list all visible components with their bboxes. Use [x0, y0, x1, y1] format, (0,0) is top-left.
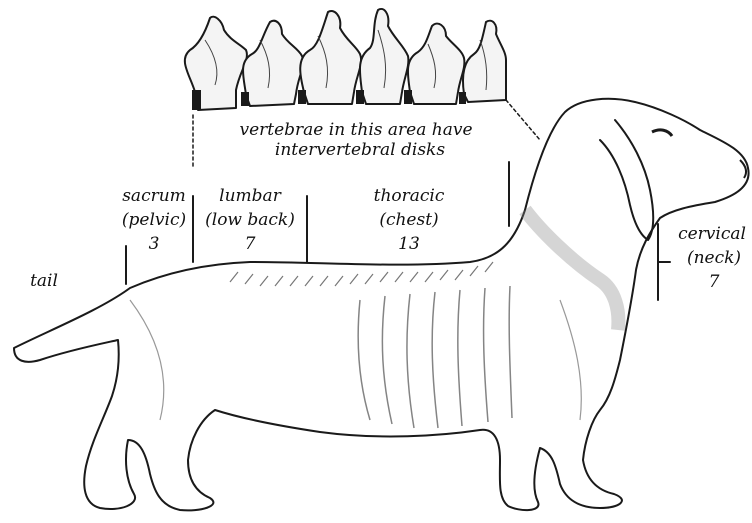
lumbar-label: lumbar [210, 186, 290, 207]
thoracic-label: thoracic [364, 186, 454, 207]
tail-label: tail [24, 271, 64, 292]
sacrum-detail: (pelvic) [114, 210, 194, 231]
thoracic-detail: (chest) [364, 210, 454, 231]
lumbar-detail: (low back) [200, 210, 300, 231]
cervical-count: 7 [694, 272, 734, 293]
lumbar-count: 7 [230, 234, 270, 255]
sacrum-label: sacrum [118, 186, 190, 207]
sacrum-count: 3 [134, 234, 174, 255]
header-note-line-1: vertebrae in this area have [236, 120, 476, 141]
thoracic-count: 13 [389, 234, 429, 255]
cervical-detail: (neck) [684, 248, 744, 269]
header-note-line-2: intervertebral disks [260, 140, 460, 161]
cervical-label: cervical [674, 224, 750, 245]
